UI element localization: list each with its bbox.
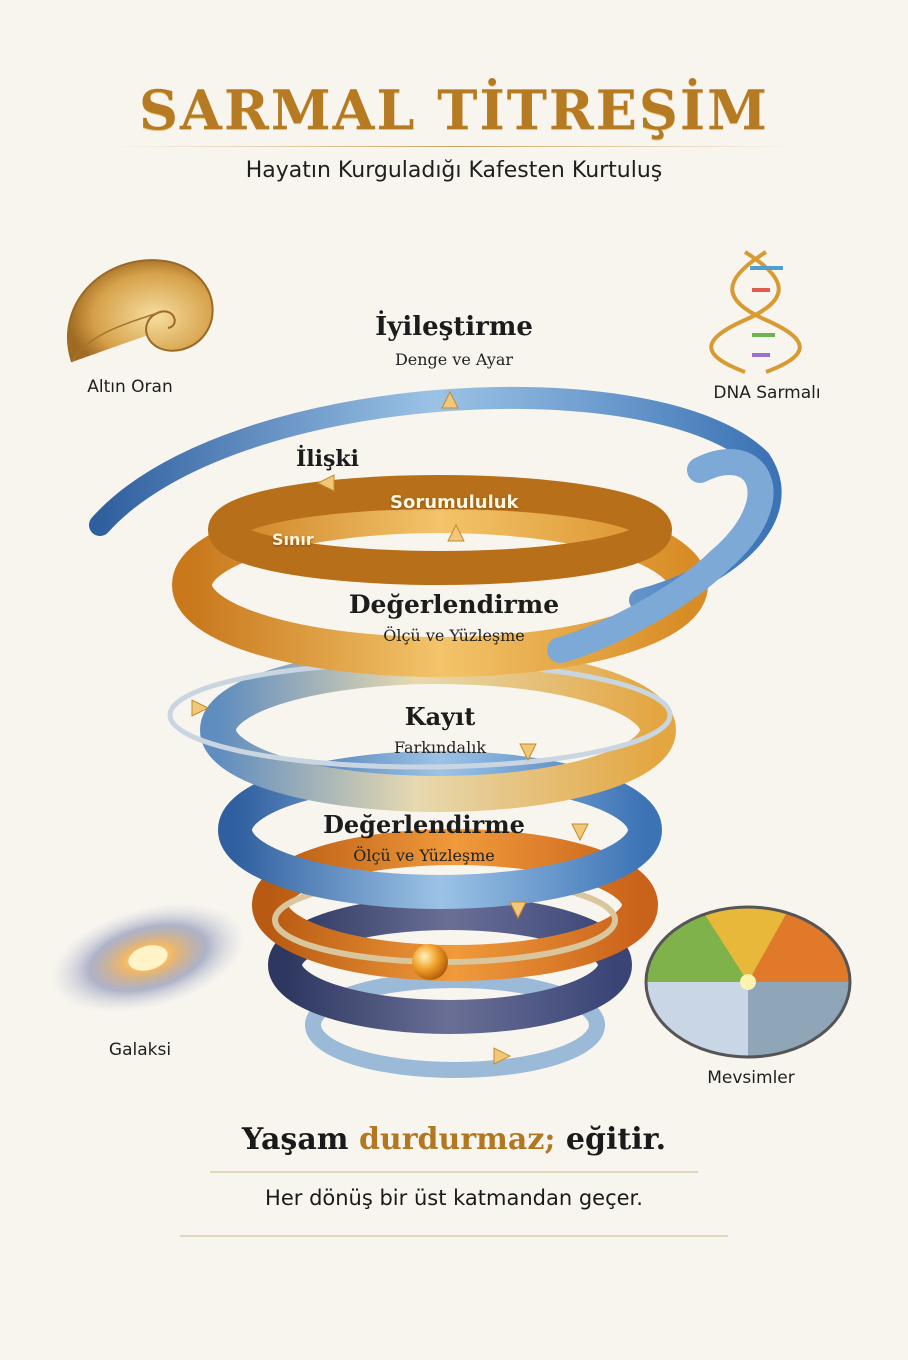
footer-tagline: Her dönüş bir üst katmandan geçer. bbox=[265, 1186, 643, 1210]
nautilus-shell-icon bbox=[66, 259, 214, 363]
corner-label-dna: DNA Sarmalı bbox=[713, 383, 821, 403]
direction-arrows bbox=[191, 390, 589, 1065]
title-divider bbox=[110, 146, 798, 147]
stage-sub-healing: Denge ve Ayar bbox=[394, 350, 514, 369]
stage-title-relationship: İlişki bbox=[296, 446, 359, 472]
dna-helix-icon bbox=[709, 250, 802, 374]
stage-sub-evaluation-lower: Ölçü ve Yüzleşme bbox=[353, 846, 495, 865]
stage-title-healing: İyileştirme bbox=[375, 312, 533, 342]
corner-label-golden-ratio: Altın Oran bbox=[87, 377, 173, 397]
stage-title-evaluation-lower: Değerlendirme bbox=[323, 810, 525, 839]
footer-headline-accent: durdurmaz; bbox=[358, 1122, 556, 1157]
footer-headline-prefix: Yaşam bbox=[241, 1122, 359, 1157]
center-orb bbox=[412, 944, 448, 980]
galaxy-icon bbox=[50, 903, 246, 1013]
page-subtitle: Hayatın Kurguladığı Kafesten Kurtuluş bbox=[245, 158, 663, 183]
stage-title-record: Kayıt bbox=[404, 702, 476, 731]
page-title: SARMAL TİTREŞİM bbox=[139, 78, 769, 142]
ring-label-responsibility: Sorumululuk bbox=[390, 492, 519, 513]
ring-label-boundary: Sınır bbox=[272, 530, 314, 549]
spiral-ring-top-blue bbox=[89, 386, 782, 663]
footer-headline: Yaşam durdurmaz; eğitir. bbox=[0, 1122, 908, 1157]
corner-label-galaxy: Galaksi bbox=[108, 1040, 172, 1060]
stage-sub-evaluation-upper: Ölçü ve Yüzleşme bbox=[383, 626, 525, 645]
seasons-wheel-icon bbox=[644, 905, 852, 1059]
stage-title-evaluation-upper: Değerlendirme bbox=[348, 590, 560, 619]
corner-label-seasons: Mevsimler bbox=[707, 1068, 795, 1088]
stage-sub-record: Farkındalık bbox=[393, 738, 487, 757]
footer-headline-suffix: eğitir. bbox=[555, 1122, 667, 1157]
